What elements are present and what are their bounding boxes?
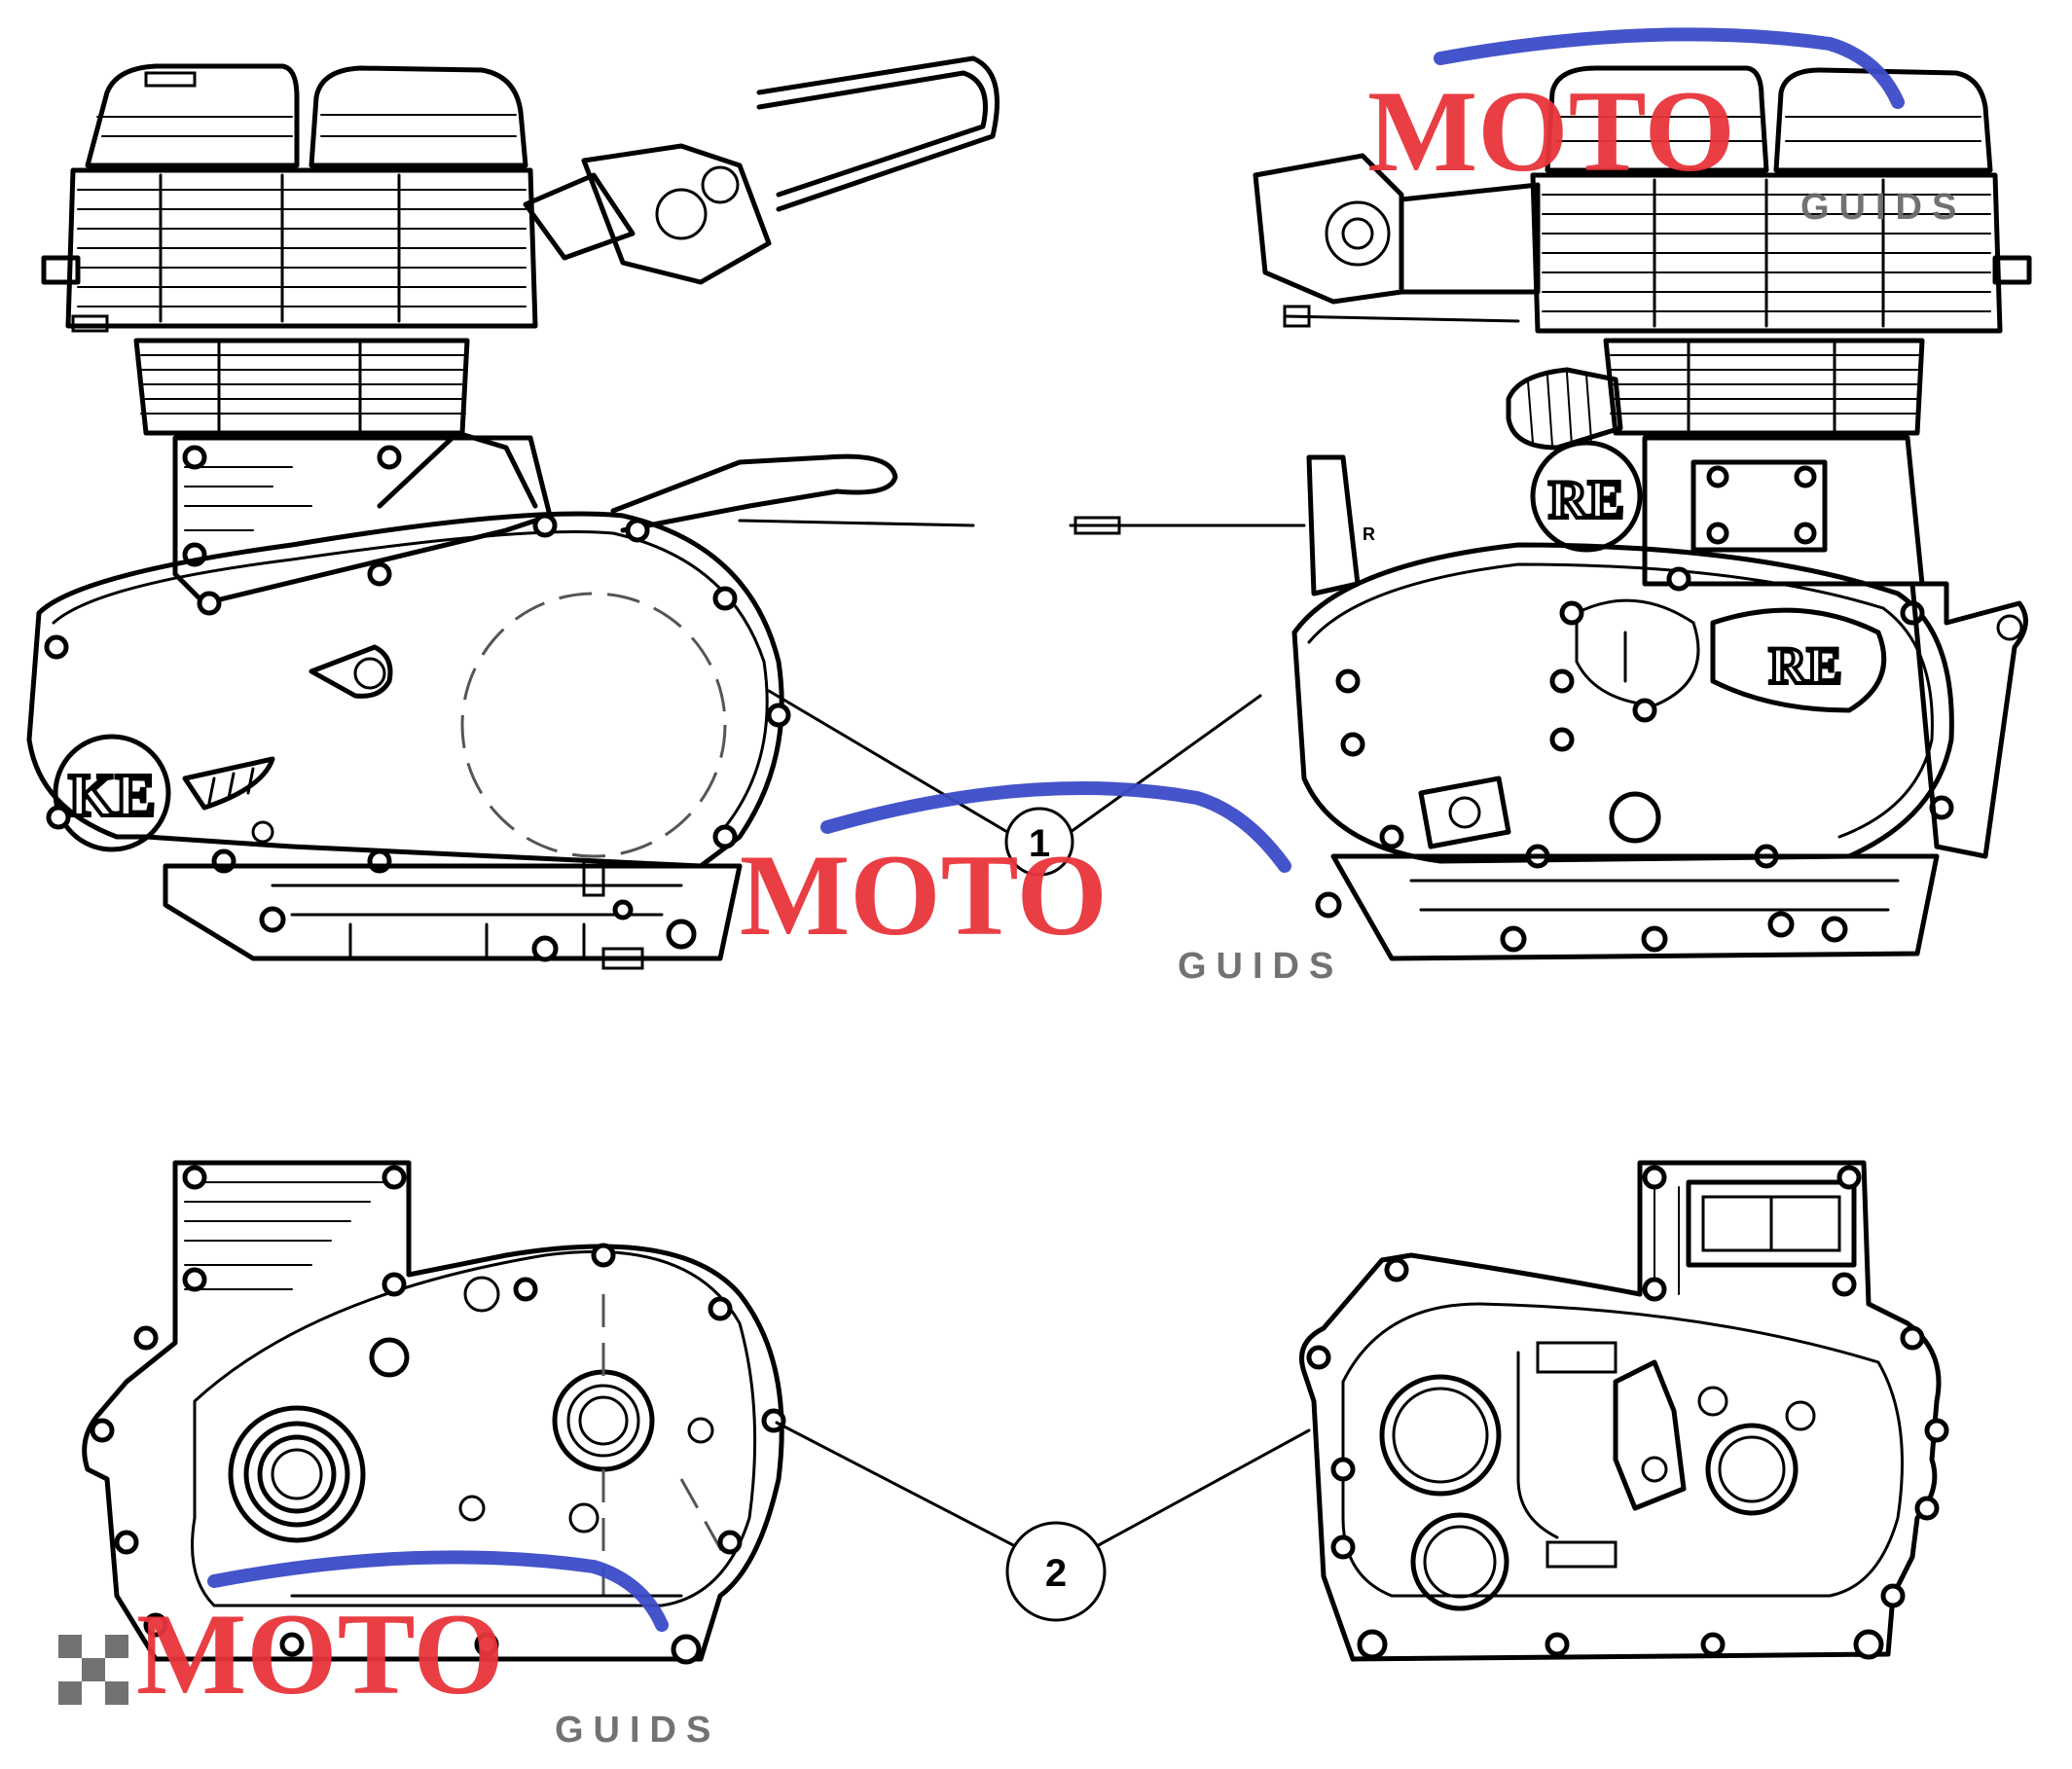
engine-right-side-view: RE R RE [1069, 65, 2032, 961]
badge-logo-text: RE [1548, 470, 1624, 530]
watermark-subtext-tr: GUIDS [1800, 187, 1966, 228]
callout-2-circle [1005, 1521, 1107, 1622]
crankcase-right-half [1299, 1160, 1949, 1662]
watermark-top-right: MOTO GUIDS [1367, 27, 1966, 228]
watermark-text-tr: MOTO [1367, 66, 1735, 196]
crankcase-left-half [82, 1160, 786, 1665]
watermark-text-bl: MOTO [136, 1589, 504, 1718]
watermark-subtext-bl: GUIDS [555, 1710, 720, 1751]
watermark-subtext: GUIDS [1178, 946, 1343, 987]
callout-1: 1 [767, 689, 1262, 877]
badge-logo-re: RE [1530, 440, 1643, 553]
watermark-text: MOTO [740, 830, 1108, 959]
cover-logo-ke: KE [53, 734, 171, 852]
watermark-bottom-left: MOTO GUIDS [58, 1550, 720, 1751]
cover-logo-re: RE [1710, 607, 1887, 713]
watermark-center: MOTO GUIDS [740, 781, 1343, 987]
engine-left-side-view: KE [26, 55, 1000, 970]
frame-mark: R [1363, 524, 1375, 544]
callout-1-label: 1 [1029, 822, 1050, 865]
callout-2: 2 [775, 1421, 1311, 1622]
cover-logo-text: KE [68, 763, 156, 829]
cover-logo-text-re: RE [1768, 636, 1841, 695]
checker-flag-icon [58, 1635, 128, 1705]
callout-2-label: 2 [1045, 1552, 1067, 1595]
callout-1-circle [1004, 807, 1074, 877]
